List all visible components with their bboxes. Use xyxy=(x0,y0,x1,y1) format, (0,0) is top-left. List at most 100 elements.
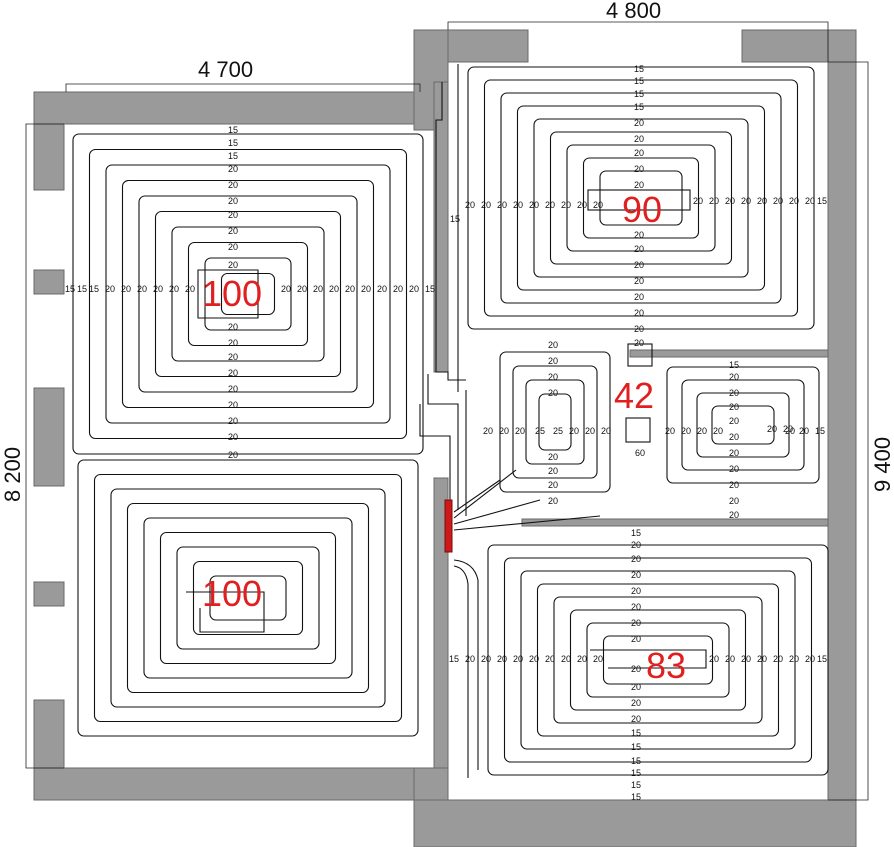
pitch-label: 20 xyxy=(729,464,739,474)
pitch-label: 20 xyxy=(105,284,115,294)
pitch-label: 20 xyxy=(729,402,739,412)
pitch-label: 20 xyxy=(634,134,644,144)
pitch-label: 20 xyxy=(228,416,238,426)
top-right-loop-ring xyxy=(599,170,683,226)
pitch-label: 20 xyxy=(741,654,751,664)
top-left-loop-ring xyxy=(204,257,292,331)
pitch-label: 20 xyxy=(729,388,739,398)
pitch-label: 20 xyxy=(634,292,644,302)
pitch-label: 20 xyxy=(757,196,767,206)
pitch-label: 20 xyxy=(585,426,595,436)
pitch-label: 15 xyxy=(631,728,641,738)
pitch-label: 15 xyxy=(634,102,644,112)
pitch-label: 20 xyxy=(631,586,641,596)
bottom-left-loop-ring xyxy=(209,575,287,621)
pitch-label: 15 xyxy=(817,196,827,206)
dim-line-left-width xyxy=(65,83,421,92)
pitch-label: 20 xyxy=(548,452,558,462)
wall-left-seg3 xyxy=(33,387,65,487)
pitch-label: 20 xyxy=(631,682,641,692)
pitch-label: 20 xyxy=(345,284,355,294)
pitch-label: 20 xyxy=(228,180,238,190)
bottom-left-loop-ring xyxy=(192,560,304,636)
dim-left-width: 4 700 xyxy=(198,57,253,82)
bottom-right-loop-ring xyxy=(569,609,747,711)
pitch-label: 20 xyxy=(681,426,691,436)
pitch-label: 15 xyxy=(634,76,644,86)
top-left-loop-ring xyxy=(171,226,325,362)
pitch-label: 20 xyxy=(228,226,238,236)
pitch-label: 20 xyxy=(169,284,179,294)
pitch-label: 20 xyxy=(569,426,579,436)
bottom-right-loop-ring xyxy=(602,635,714,685)
pitch-label: 20 xyxy=(729,416,739,426)
wall-top-left xyxy=(33,91,415,125)
top-left-loop-ring xyxy=(121,179,375,409)
dim-right-height: 9 400 xyxy=(870,437,894,492)
pitch-label: 20 xyxy=(361,284,371,294)
pitch-label: 20 xyxy=(789,196,799,206)
pitch-label: 20 xyxy=(515,426,525,436)
pitch-label: 20 xyxy=(228,242,238,252)
middle-core xyxy=(625,417,651,443)
pitch-label: 20 xyxy=(631,664,641,674)
pitch-label: 20 xyxy=(634,260,644,270)
pitch-label: 15 xyxy=(65,284,75,294)
wall-bottom-right xyxy=(413,799,857,847)
pitch-label: 20 xyxy=(548,480,558,490)
top-right-loop-ring xyxy=(566,144,716,252)
top-right-core xyxy=(587,189,691,211)
top-right-loop-ring xyxy=(516,105,766,291)
top-right-loop-ring xyxy=(500,92,782,304)
bottom-left-core xyxy=(186,591,265,633)
bottom-left-loop-ring xyxy=(159,531,337,665)
bottom-left-loop-ring xyxy=(143,517,353,679)
pitch-label: 20 xyxy=(313,284,323,294)
middle-right-loop-ring xyxy=(711,405,775,445)
feed-pipe xyxy=(427,374,459,510)
dim-line-right-width xyxy=(447,21,829,62)
zone-label-middle-right: 42 xyxy=(614,375,654,416)
middle-left-loop-ring xyxy=(538,393,572,451)
pitch-label: 20 xyxy=(513,654,523,664)
pitch-label: 20 xyxy=(497,200,507,210)
pitch-label: 20 xyxy=(393,284,403,294)
pitch-label: 20 xyxy=(545,654,555,664)
pitch-label: 20 xyxy=(483,426,493,436)
pitch-label: 15 xyxy=(631,756,641,766)
pitch-label: 20 xyxy=(497,654,507,664)
pitch-label: 20 xyxy=(725,654,735,664)
pitch-label: 25 xyxy=(535,426,545,436)
pitch-label: 20 xyxy=(634,148,644,158)
pitch-label: 20 xyxy=(185,284,195,294)
pitch-label: 20 xyxy=(228,450,238,460)
zone-label-top-left: 100 xyxy=(202,273,262,314)
bottom-left-loop-ring xyxy=(176,546,320,650)
pitch-label: 20 xyxy=(561,654,571,664)
pitch-label: 20 xyxy=(773,196,783,206)
wall-left-seg4 xyxy=(33,581,65,607)
pitch-label: 20 xyxy=(634,324,644,334)
manifold xyxy=(444,499,453,553)
pitch-label: 15 xyxy=(228,138,238,148)
pitch-label: 20 xyxy=(228,210,238,220)
pitch-label: 20 xyxy=(713,426,723,436)
pitch-label: 20 xyxy=(137,284,147,294)
pitch-label: 15 xyxy=(450,214,460,224)
top-right-loop-ring xyxy=(533,118,749,278)
top-right-loop-ring xyxy=(549,131,733,265)
pitch-label: 20 xyxy=(729,448,739,458)
pitch-label: 20 xyxy=(228,164,238,174)
pitch-label: 15 xyxy=(77,284,87,294)
pitch-label: 20 xyxy=(634,308,644,318)
pitch-label: 20 xyxy=(709,196,719,206)
dim-line-left-height xyxy=(25,123,64,769)
middle-right-loop-ring xyxy=(681,379,805,471)
wall-bottom-left xyxy=(33,767,415,801)
pitch-label: 20 xyxy=(121,284,131,294)
pitch-label: 20 xyxy=(548,356,558,366)
middle-right-loop-ring xyxy=(696,392,790,458)
pitch-label: 20 xyxy=(634,164,644,174)
pitch-label: 15 xyxy=(634,89,644,99)
